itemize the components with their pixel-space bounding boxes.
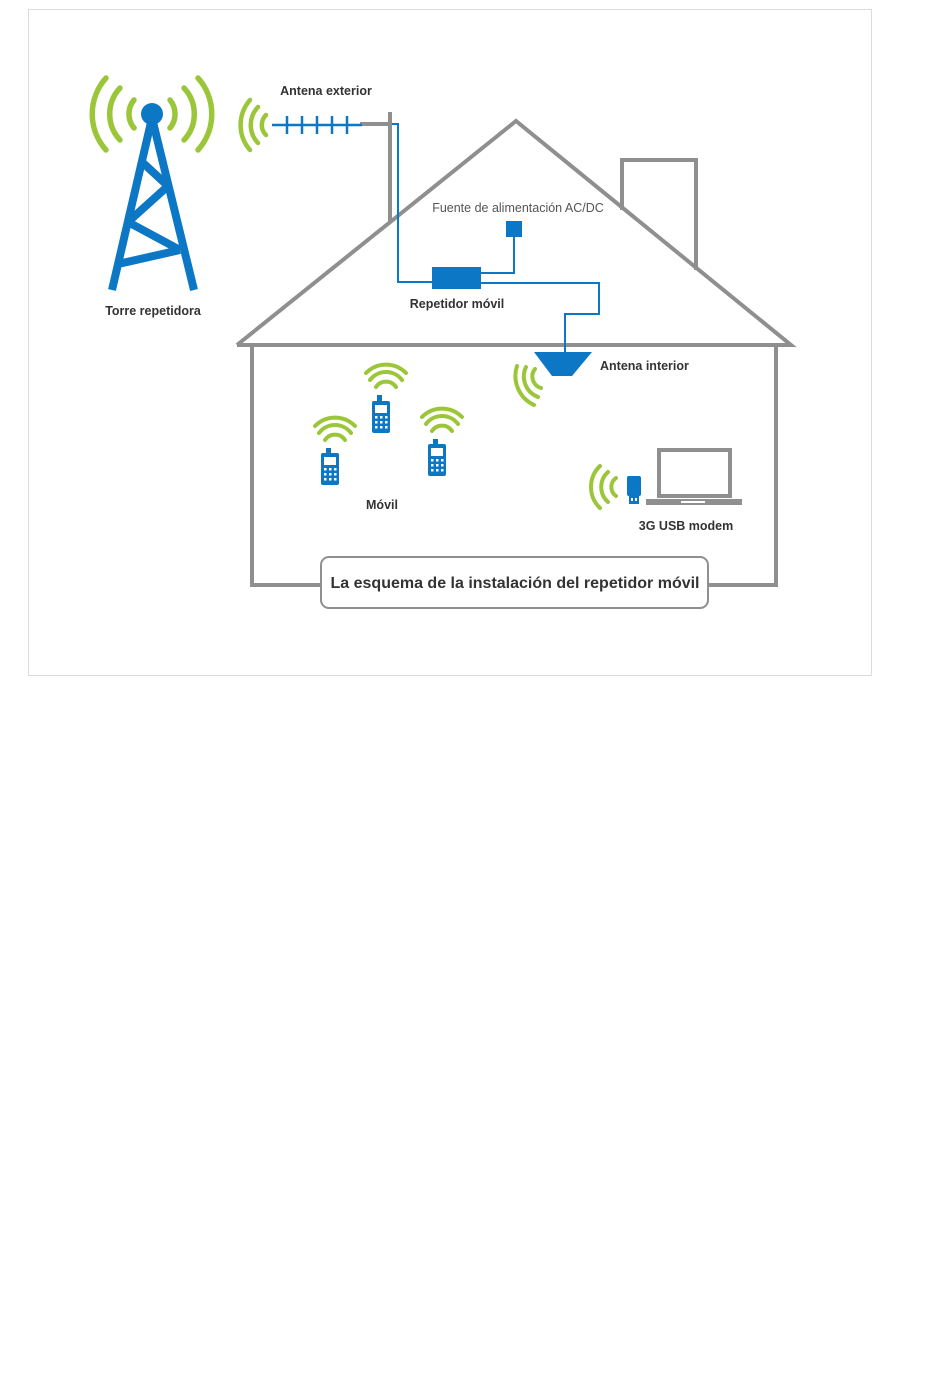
phone-group-1 [366,365,406,433]
signal-waves-icon [515,366,541,405]
repeater-box-icon [432,267,481,289]
coax-cables [392,124,599,352]
signal-waves-icon [591,466,616,508]
label-power-supply: Fuente de alimentación AC/DC [432,201,604,215]
label-tower: Torre repetidora [105,304,202,318]
signal-waves-icon [241,100,266,150]
phone-group-2 [315,418,355,485]
label-usb-modem: 3G USB modem [639,519,733,533]
label-mobile: Móvil [366,498,398,512]
ceiling-antenna-icon [534,352,592,376]
phone-group-3 [422,409,462,476]
cell-tower-icon [112,103,194,290]
label-outdoor-antenna: Antena exterior [280,84,372,98]
cable-power-to-repeater [480,236,514,273]
mobile-phone-icon [321,448,339,485]
house-walls-right [708,345,776,585]
house-walls [252,345,322,585]
cable-repeater-to-indoor [480,283,599,352]
house-outline [237,112,791,585]
yagi-antenna-icon [272,116,362,134]
mobile-phone-icon [372,395,390,433]
label-repeater: Repetidor móvil [410,297,504,311]
diagram-caption: La esquema de la instalación del repetid… [331,575,700,592]
signal-waves-icon [315,418,355,440]
repeater-installation-diagram: Torre repetidora Antena exterior Fuente … [0,0,950,700]
power-supply-icon [506,221,522,237]
signal-waves-icon [366,365,406,387]
signal-waves-icon [422,409,462,431]
usb-modem-icon [627,476,641,504]
mobile-phone-icon [428,439,446,476]
label-indoor-antenna: Antena interior [600,359,689,373]
laptop-icon [646,450,742,505]
